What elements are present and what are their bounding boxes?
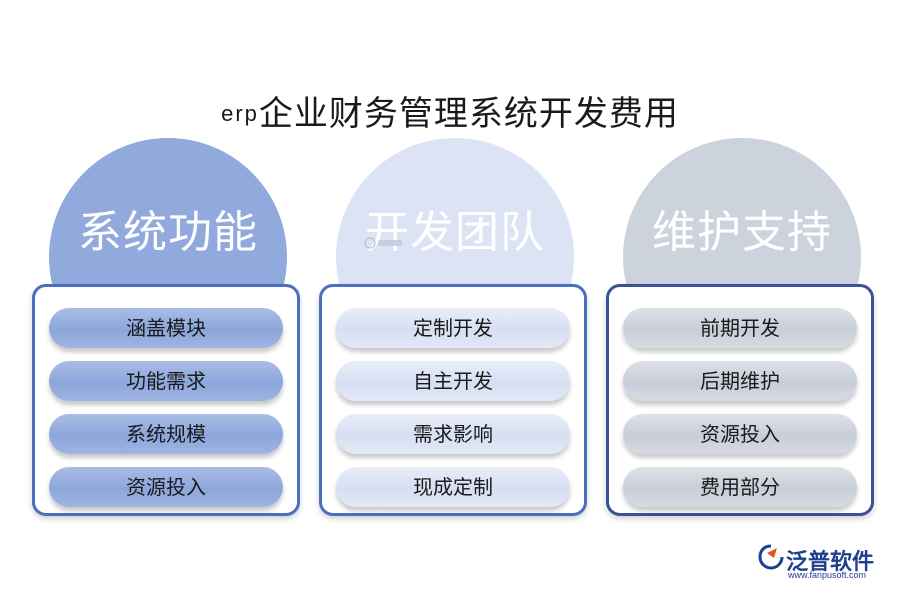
- logo-name: 泛普软件: [786, 550, 875, 575]
- brand-logo: 泛普软件 www.fanpusoft.com: [758, 540, 888, 580]
- page-title: erp企业财务管理系统开发费用: [0, 86, 900, 135]
- item-pill: 费用部分: [623, 467, 857, 507]
- item-pill: 涵盖模块: [49, 308, 283, 348]
- item-label: 定制开发: [413, 316, 493, 340]
- item-label: 需求影响: [413, 422, 493, 446]
- watermark-icon: [364, 237, 402, 249]
- item-pill: 现成定制: [336, 467, 570, 507]
- item-pill: 自主开发: [336, 361, 570, 401]
- item-pill: 定制开发: [336, 308, 570, 348]
- item-pill: 系统规模: [49, 414, 283, 454]
- heading-label: 开发团队: [365, 207, 545, 258]
- heading-label: 维护支持: [652, 207, 832, 258]
- item-pill: 资源投入: [623, 414, 857, 454]
- item-label: 前期开发: [700, 316, 780, 340]
- item-label: 现成定制: [413, 475, 493, 499]
- title-prefix: erp: [221, 101, 259, 126]
- item-pill: 需求影响: [336, 414, 570, 454]
- item-pill: 资源投入: [49, 467, 283, 507]
- heading-label: 系统功能: [78, 207, 258, 258]
- item-pill: 后期维护: [623, 361, 857, 401]
- item-label: 后期维护: [700, 369, 780, 393]
- column-maintenance-support: 维护支持 前期开发 后期维护 资源投入 费用部分: [606, 138, 880, 522]
- item-label: 系统规模: [126, 422, 206, 446]
- column-dev-team: 开发团队 定制开发 自主开发 需求影响 现成定制: [319, 138, 593, 522]
- logo-url: www.fanpusoft.com: [788, 570, 867, 580]
- item-label: 功能需求: [126, 369, 206, 393]
- item-label: 涵盖模块: [126, 316, 206, 340]
- logo-icon: [758, 544, 784, 570]
- item-label: 费用部分: [700, 475, 780, 499]
- item-label: 资源投入: [126, 475, 206, 499]
- item-pill: 前期开发: [623, 308, 857, 348]
- title-main: 企业财务管理系统开发费用: [258, 94, 679, 134]
- column-system-function: 系统功能 涵盖模块 功能需求 系统规模 资源投入: [32, 138, 306, 522]
- item-label: 资源投入: [700, 422, 780, 446]
- item-pill: 功能需求: [49, 361, 283, 401]
- item-label: 自主开发: [413, 369, 493, 393]
